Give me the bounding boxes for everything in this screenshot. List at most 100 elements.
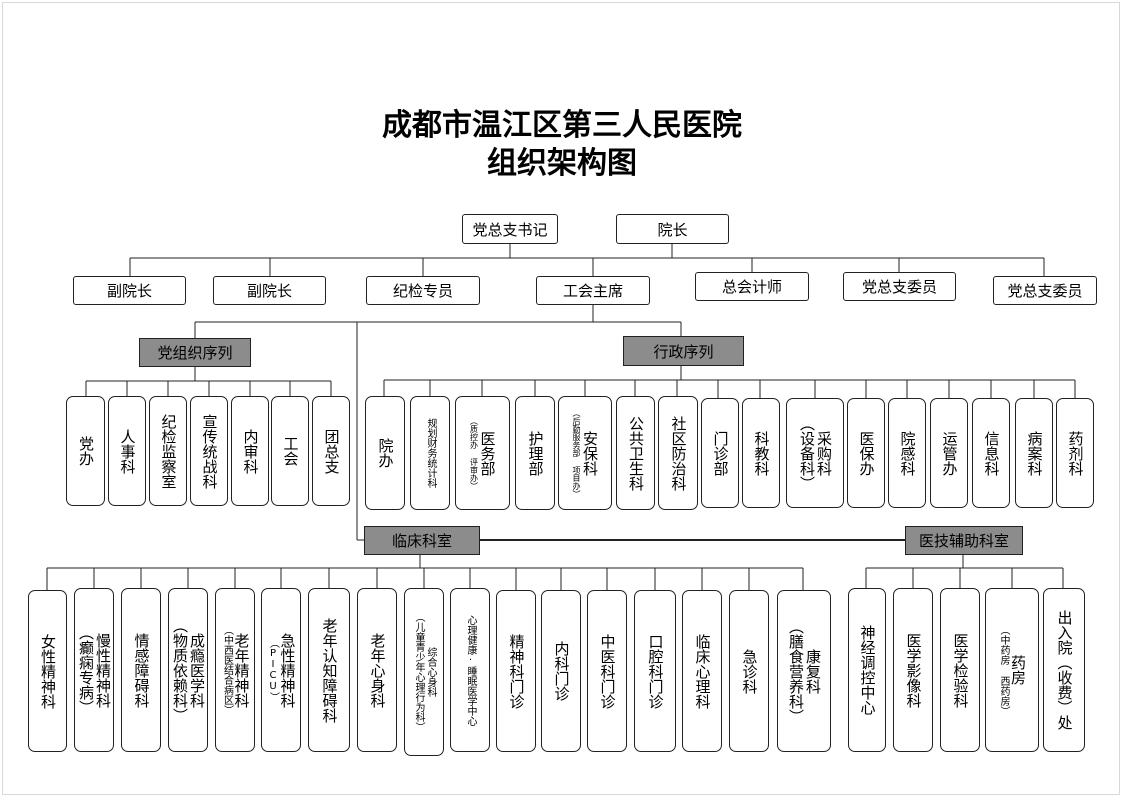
- dept-label: 出入院（收费）处: [1055, 610, 1074, 730]
- dept-label: 药剂科: [1066, 430, 1085, 476]
- dept-internal-medicine-outpatient: 内科门诊: [541, 590, 581, 752]
- dept-sublabel: （癫痫专病）: [77, 625, 95, 715]
- dept-science-education: 科教科: [742, 398, 780, 508]
- dept-tcm-outpatient: 中医科门诊: [587, 590, 627, 752]
- dept-stomatology-outpatient: 口腔科门诊: [634, 590, 676, 752]
- dept-label: 女性精神科: [39, 633, 57, 709]
- dept-clinical-psychology: 临床心理科: [682, 590, 722, 752]
- dept-label: 临床心理科: [693, 633, 712, 709]
- dept-label: 成瘾医学科: [188, 632, 206, 708]
- section-party-organization: 党组织序列: [139, 338, 251, 367]
- dept-label: 纪检监察室: [159, 413, 178, 489]
- dept-information: 信息科: [972, 398, 1010, 508]
- node-party-committee-member-2: 党总支委员: [993, 276, 1097, 305]
- dept-rehabilitation: 康复科（膳食营养科）: [777, 590, 831, 752]
- node-chief-accountant: 总会计师: [695, 272, 809, 301]
- dept-pharmacy-admin: 药剂科: [1056, 398, 1094, 508]
- dept-public-health: 公共卫生科: [616, 396, 655, 510]
- dept-label: 心理健康·睡眠医学中心: [465, 614, 476, 726]
- dept-sublabel: （设备科）: [798, 415, 816, 491]
- dept-label: 老年心身科: [368, 632, 387, 708]
- dept-label: 医学检验科: [951, 632, 970, 708]
- dept-medical-records: 病案科: [1015, 398, 1053, 508]
- dept-label: 内审科: [241, 428, 260, 474]
- dept-label: 工会: [281, 436, 300, 466]
- dept-outpatient: 门诊部: [701, 398, 739, 508]
- dept-geriatric-psychiatry: 老年精神科（中西医结合病区）: [215, 588, 255, 752]
- dept-label: 医学影像科: [904, 632, 923, 708]
- dept-label: 精神科门诊: [507, 633, 526, 709]
- dept-label: 宣传统战科: [200, 413, 219, 489]
- dept-operations: 运管办: [930, 398, 968, 508]
- dept-label: 社区防治科: [669, 415, 688, 491]
- chart-subtitle: 组织架构图: [487, 146, 637, 181]
- dept-psychiatry-outpatient: 精神科门诊: [496, 590, 536, 752]
- dept-label: 信息科: [982, 430, 1001, 476]
- dept-label: 安保科: [581, 430, 599, 476]
- dept-infection-control: 院感科: [888, 398, 926, 508]
- dept-label: 医务部: [478, 430, 497, 476]
- dept-label: 公共卫生科: [627, 415, 645, 491]
- dept-label: 院办: [376, 438, 395, 468]
- dept-label: 神经调控中心: [858, 625, 877, 715]
- dept-label: 医保办: [857, 430, 876, 476]
- dept-personnel: 人事科: [108, 396, 146, 506]
- dept-label: 护理部: [526, 430, 545, 476]
- dept-label: 运管办: [940, 430, 959, 476]
- dept-hospital-office: 院办: [365, 396, 405, 510]
- dept-sublabel: （中西医结合病区）: [221, 625, 233, 715]
- dept-admission-discharge: 出入院（收费）处: [1043, 588, 1085, 752]
- dept-affective-disorders: 情感障碍科: [121, 588, 161, 752]
- dept-label: 综合心身科: [425, 647, 436, 697]
- dept-chronic-psychiatry: 慢性精神科（癫痫专病）: [74, 588, 114, 752]
- node-vice-president-2: 副院长: [213, 276, 326, 305]
- dept-label: 门诊部: [711, 430, 730, 476]
- section-clinical: 临床科室: [364, 526, 480, 555]
- dept-label: 病案科: [1025, 430, 1044, 476]
- dept-label: 规划财务统计科: [425, 418, 436, 488]
- chart-title: 成都市温江区第三人民医院: [382, 108, 742, 143]
- dept-neuromodulation-center: 神经调控中心: [848, 588, 886, 752]
- dept-label: 中医科门诊: [598, 633, 617, 709]
- node-party-secretary: 党总支书记: [462, 214, 558, 244]
- dept-label: 急性精神科: [278, 632, 297, 708]
- dept-sublabel: （物质依赖科）: [171, 617, 189, 723]
- dept-publicity: 宣传统战科: [190, 396, 228, 506]
- dept-discipline-inspection: 纪检监察室: [149, 396, 187, 506]
- dept-sublabel: （质控办 评审办）: [469, 416, 479, 490]
- dept-label: 慢性精神科: [94, 632, 112, 708]
- dept-procurement: 采购科（设备科）: [786, 398, 844, 508]
- dept-label: 采购科: [815, 430, 833, 476]
- dept-label: 急诊科: [740, 648, 759, 694]
- dept-mental-health-sleep-center: 心理健康·睡眠医学中心: [450, 588, 490, 752]
- dept-label: 情感障碍科: [132, 632, 151, 708]
- dept-label: 团总支: [322, 428, 341, 474]
- dept-youth-league: 团总支: [312, 396, 350, 506]
- section-administration: 行政序列: [623, 336, 744, 366]
- dept-label: 党办: [77, 436, 95, 466]
- node-vice-president-1: 副院长: [73, 276, 186, 305]
- dept-trade-union: 工会: [271, 396, 309, 506]
- dept-geriatric-psychosomatic: 老年心身科: [357, 588, 397, 752]
- dept-medical-insurance: 医保办: [847, 398, 885, 508]
- dept-party-office: 党办: [66, 396, 105, 506]
- dept-internal-audit: 内审科: [231, 396, 269, 506]
- dept-pharmacy: 药房（中药房 西药房）: [985, 588, 1039, 752]
- node-president: 院长: [616, 214, 729, 244]
- dept-label: 老年认知障碍科: [320, 617, 339, 723]
- dept-label: 药房: [1009, 655, 1027, 685]
- node-party-committee-member-1: 党总支委员: [843, 272, 956, 301]
- node-discipline-commissioner: 纪检专员: [366, 276, 480, 305]
- dept-sublabel: （儿童青少年心理行为科）: [413, 612, 424, 732]
- dept-medical-affairs: 医务部（质控办 评审办）: [455, 396, 510, 510]
- dept-emergency: 急诊科: [729, 590, 769, 752]
- dept-geriatric-cognitive: 老年认知障碍科: [308, 588, 350, 752]
- dept-label: 人事科: [118, 428, 137, 474]
- dept-label: 内科门诊: [552, 641, 571, 701]
- dept-laboratory: 医学检验科: [940, 588, 980, 752]
- dept-acute-psychiatry: 急性精神科（PICU）: [261, 588, 301, 752]
- dept-label: 老年精神科: [232, 632, 251, 708]
